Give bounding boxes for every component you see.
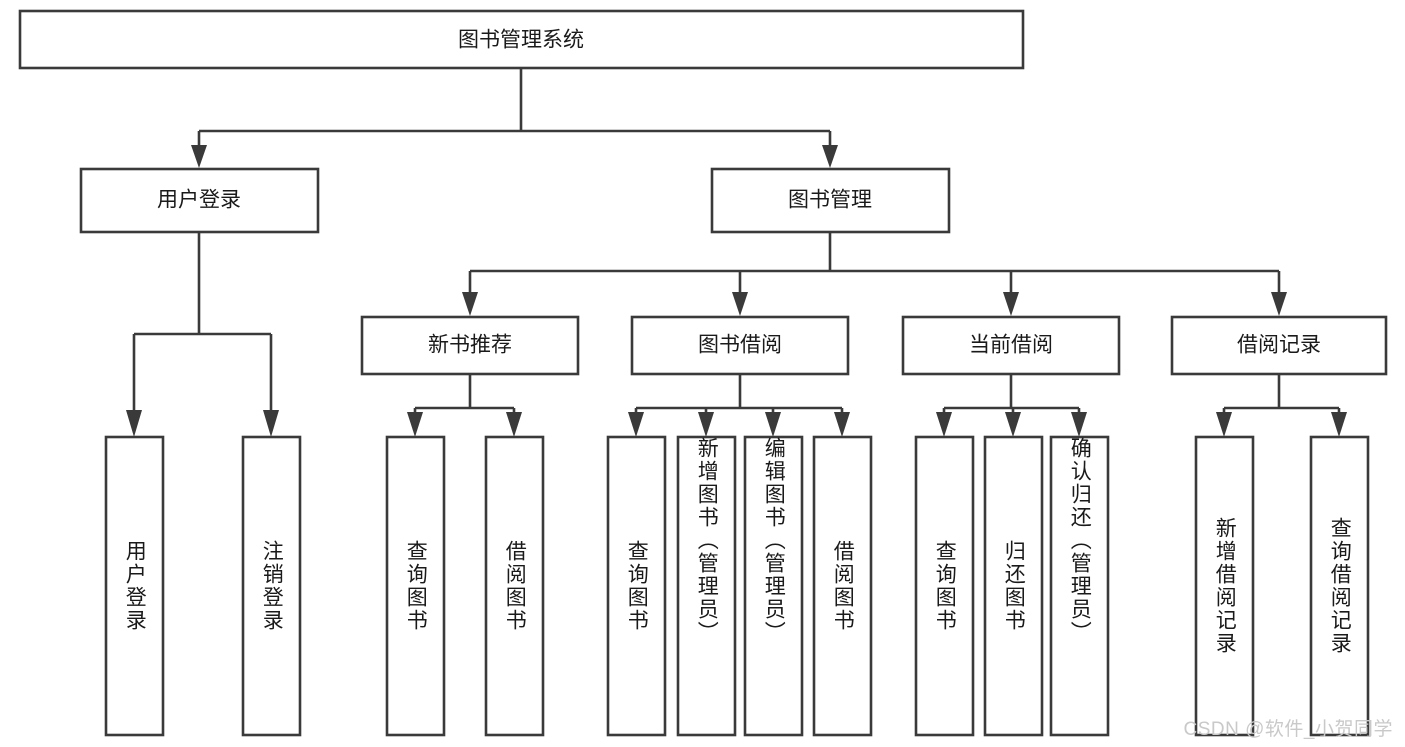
node-root-system-label: 图书管理系统 <box>458 29 584 52</box>
node-new-book-recommend-box[interactable] <box>360 315 580 376</box>
node-borrow-record-label: 借阅记录 <box>1237 334 1321 357</box>
node-borrow-record[interactable]: 借阅记录 <box>1170 315 1388 376</box>
node-user-login-box[interactable] <box>79 167 320 234</box>
leaf-box-group <box>104 435 1370 737</box>
arrow-head-leaf-recommend-1 <box>407 412 423 437</box>
node-current-borrow-box[interactable] <box>901 315 1121 376</box>
arrow-head-leaf-user-login-2 <box>263 410 279 437</box>
leaf-box-user-login-1[interactable] <box>104 435 165 737</box>
leaf-box-current-1[interactable] <box>914 435 975 737</box>
arrow-head-leaf-record-2 <box>1331 412 1347 437</box>
node-book-borrow[interactable]: 图书借阅 <box>630 315 850 376</box>
arrow-head-leaf-recommend-2 <box>506 412 522 437</box>
arrow-head-current-borrow <box>1003 292 1019 316</box>
leaf-box-record-1[interactable] <box>1194 435 1255 737</box>
arrow-head-leaf-current-3 <box>1071 412 1087 437</box>
node-book-management-box[interactable] <box>710 167 951 234</box>
arrow-head-leaf-current-1 <box>936 412 952 437</box>
node-book-management-label: 图书管理 <box>788 189 872 212</box>
arrow-head-leaf-borrow-3 <box>765 412 781 437</box>
arrow-head-book-borrow <box>732 292 748 316</box>
leaf-box-current-3[interactable] <box>1049 435 1110 737</box>
arrow-head-leaf-borrow-2 <box>698 412 714 437</box>
arrow-head-leaf-borrow-4 <box>834 412 850 437</box>
node-new-book-recommend-label: 新书推荐 <box>428 334 512 357</box>
node-borrow-record-box[interactable] <box>1170 315 1388 376</box>
arrow-head-book-mgmt <box>822 145 838 168</box>
arrow-head-user-login <box>191 145 207 168</box>
leaf-box-recommend-1[interactable] <box>385 435 446 737</box>
arrow-head-new-book-recommend <box>462 292 478 316</box>
arrow-head-leaf-record-1 <box>1216 412 1232 437</box>
arrow-head-leaf-user-login-1 <box>126 410 142 437</box>
connector-group <box>126 69 1347 437</box>
leaf-box-recommend-2[interactable] <box>484 435 545 737</box>
leaf-box-current-2[interactable] <box>983 435 1044 737</box>
node-root-system[interactable]: 图书管理系统 <box>18 9 1025 70</box>
node-book-borrow-box[interactable] <box>630 315 850 376</box>
node-user-login-label: 用户登录 <box>157 189 241 212</box>
node-book-borrow-label: 图书借阅 <box>698 334 782 357</box>
leaf-box-borrow-3[interactable] <box>743 435 804 737</box>
arrow-head-leaf-borrow-1 <box>628 412 644 437</box>
arrow-head-borrow-record <box>1271 292 1287 316</box>
leaf-box-user-login-2[interactable] <box>241 435 302 737</box>
node-new-book-recommend[interactable]: 新书推荐 <box>360 315 580 376</box>
leaf-box-borrow-2[interactable] <box>676 435 737 737</box>
leaf-box-borrow-1[interactable] <box>606 435 667 737</box>
node-user-login[interactable]: 用户登录 <box>79 167 320 234</box>
leaf-box-record-2[interactable] <box>1309 435 1370 737</box>
node-book-management[interactable]: 图书管理 <box>710 167 951 234</box>
node-current-borrow[interactable]: 当前借阅 <box>901 315 1121 376</box>
leaf-box-borrow-4[interactable] <box>812 435 873 737</box>
node-current-borrow-label: 当前借阅 <box>969 334 1053 357</box>
node-root-system-box[interactable] <box>18 9 1025 70</box>
arrow-head-leaf-current-2 <box>1005 412 1021 437</box>
